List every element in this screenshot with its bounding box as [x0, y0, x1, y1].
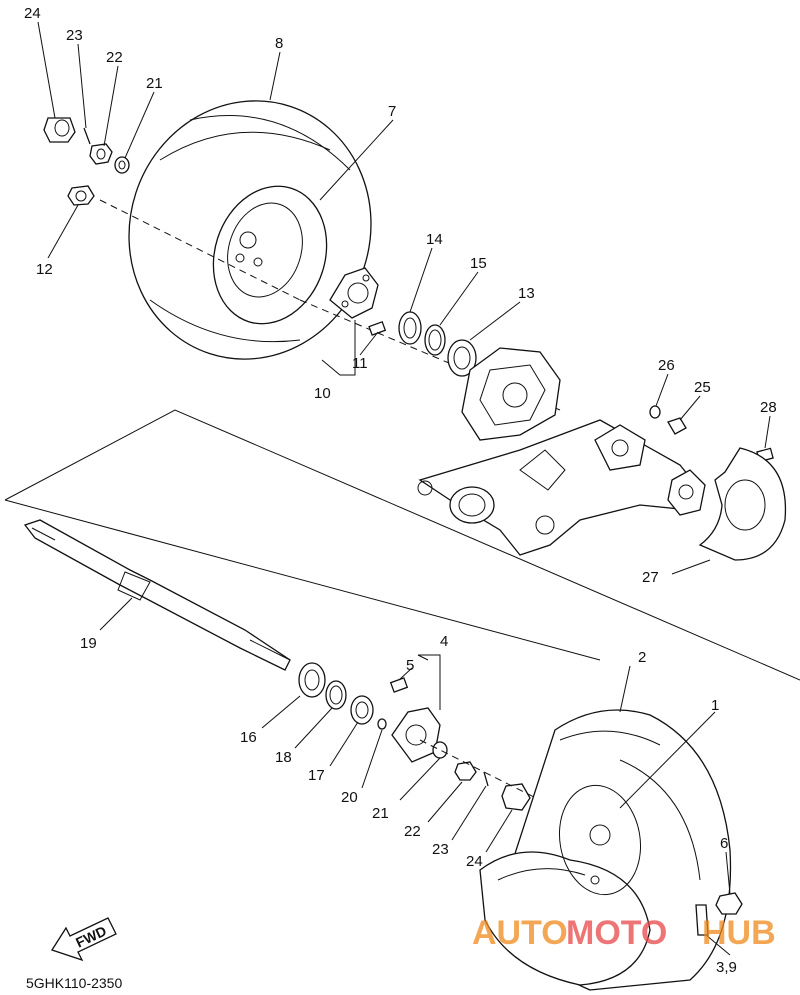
watermark-auto: AUTO — [472, 914, 568, 952]
label-21-bottom: 21 — [372, 805, 389, 822]
watermark-moto: MOTO — [566, 914, 667, 952]
label-11: 11 — [352, 355, 368, 372]
label-5: 5 — [406, 657, 414, 674]
label-19: 19 — [80, 635, 97, 652]
label-16: 16 — [240, 729, 257, 746]
lower-hub-assembly — [389, 677, 531, 811]
leader-lines — [37, 21, 771, 956]
upper-bearings — [398, 311, 477, 377]
upper-wheel — [128, 100, 372, 360]
label-12: 12 — [36, 261, 53, 278]
upper-hub-hardware — [43, 117, 130, 206]
label-24-bottom: 24 — [466, 853, 483, 870]
rear-right-hardware — [649, 405, 787, 561]
label-14: 14 — [426, 231, 443, 248]
lower-wheel-hardware — [695, 892, 743, 936]
label-23-bottom: 23 — [432, 841, 449, 858]
label-20: 20 — [341, 789, 358, 806]
callout-labels: 24 23 22 21 8 7 12 14 15 13 11 10 26 25 … — [24, 5, 777, 976]
label-3-9: 3,9 — [716, 959, 737, 976]
label-27: 27 — [642, 569, 659, 586]
label-25: 25 — [694, 379, 711, 396]
watermark-hub: HUB — [702, 914, 776, 952]
label-7: 7 — [388, 103, 396, 120]
label-28: 28 — [760, 399, 777, 416]
label-26: 26 — [658, 357, 675, 374]
label-1: 1 — [711, 697, 719, 714]
label-22-top: 22 — [106, 49, 123, 66]
label-8: 8 — [275, 35, 283, 52]
lower-bearings — [298, 662, 387, 730]
label-17: 17 — [308, 767, 325, 784]
label-4: 4 — [440, 633, 448, 650]
label-22-bottom: 22 — [404, 823, 421, 840]
label-23-top: 23 — [66, 27, 83, 44]
part-code: 5GHK110-2350 — [26, 975, 122, 991]
label-10: 10 — [314, 385, 331, 402]
label-13: 13 — [518, 285, 535, 302]
drive-shaft — [23, 519, 291, 671]
lower-wheel — [479, 709, 732, 991]
label-21-top: 21 — [146, 75, 163, 92]
upper-hub-flange — [329, 267, 387, 336]
label-24-top: 24 — [24, 5, 41, 22]
label-6: 6 — [720, 835, 728, 852]
label-18: 18 — [275, 749, 292, 766]
fwd-arrow-icon: FWD — [51, 917, 117, 962]
label-15: 15 — [470, 255, 487, 272]
watermark-text: AUTO MOTO HUB — [472, 914, 776, 952]
label-2: 2 — [638, 649, 646, 666]
axle-frame-outline — [4, 409, 800, 681]
swingarm-assembly — [417, 347, 706, 556]
